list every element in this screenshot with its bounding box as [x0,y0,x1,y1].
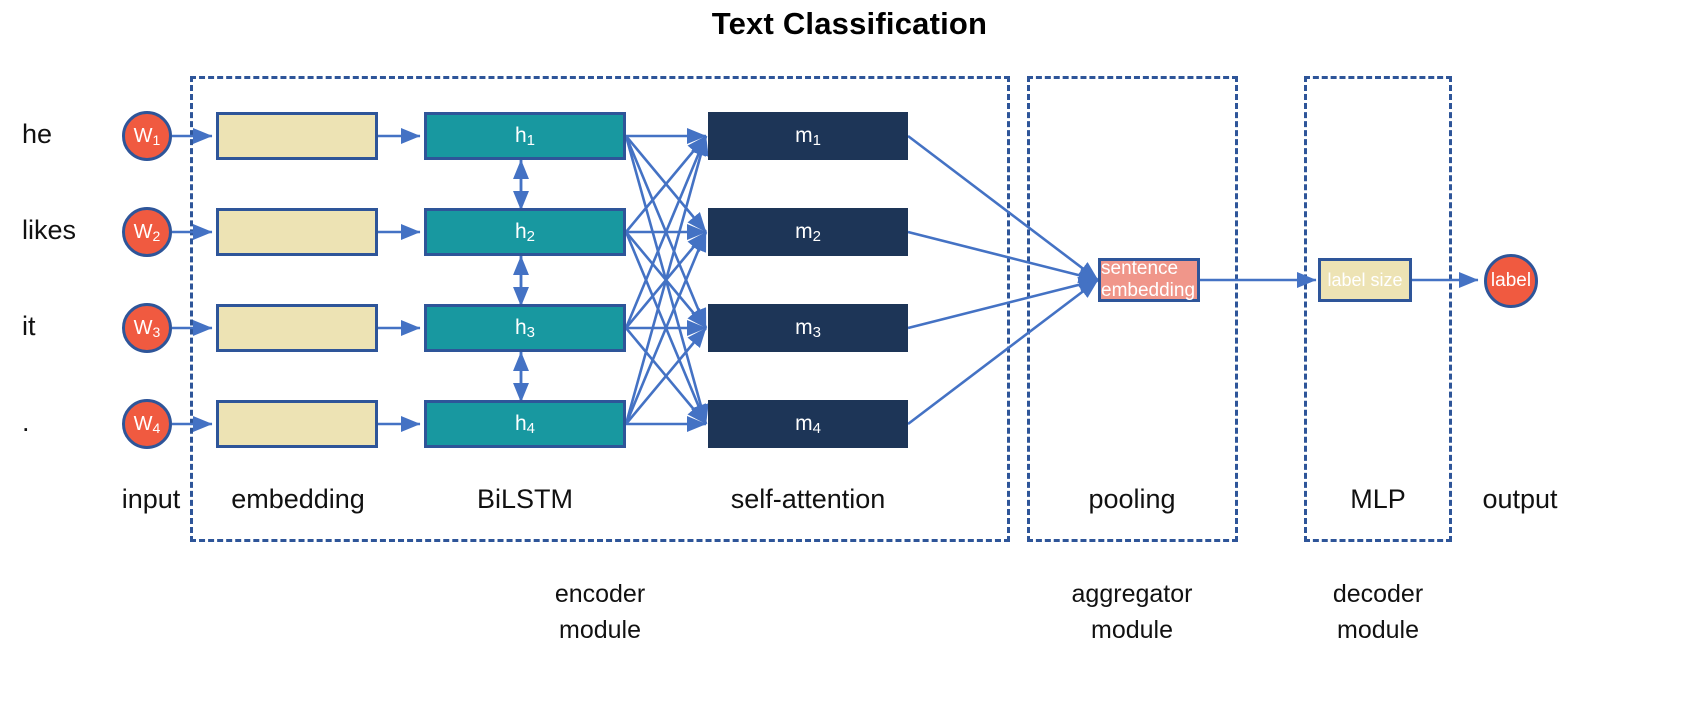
embedding-box-4[interactable] [216,400,378,448]
bilstm-prefix: h [514,412,527,435]
aggregator-module-box [1027,76,1238,542]
input-word-1: he [22,119,53,149]
embedding-box-1[interactable] [216,112,378,160]
bilstm-index: 2 [526,227,536,245]
module-caption-line2: module [1091,616,1173,645]
module-caption-line2: module [559,616,641,645]
token-prefix: W [133,124,153,147]
attention-index: 2 [812,227,821,245]
input-word-3: it [22,311,36,341]
attention-index: 3 [812,323,821,341]
attention-prefix: m [795,316,813,339]
bilstm-prefix: h [514,124,527,147]
embedding-box-2[interactable] [216,208,378,256]
embedding-box-3[interactable] [216,304,378,352]
decoder-module-box [1304,76,1452,542]
column-caption-bilstm: BiLSTM [476,484,574,514]
attention-prefix: m [795,124,813,147]
module-caption-line1: aggregator [1071,580,1193,608]
module-caption-aggregator: aggregator module [1002,576,1262,649]
token-index: 4 [152,420,161,436]
bilstm-index: 3 [526,323,536,341]
module-caption-decoder: decoder module [1248,576,1508,649]
column-caption-output: output [1482,484,1558,514]
attention-index: 1 [812,131,821,149]
output-label-circle[interactable]: label [1484,254,1538,308]
mlp-box-label-size[interactable]: label size [1318,258,1412,302]
column-caption-pooling: pooling [1088,484,1176,514]
column-caption-self-attention: self-attention [730,484,886,514]
module-caption-encoder: encoder module [470,576,730,649]
token-index: 1 [152,132,161,148]
token-index: 2 [152,228,161,244]
column-caption-mlp: MLP [1350,484,1406,514]
attention-index: 4 [812,419,821,437]
token-index: 3 [152,324,161,340]
bilstm-index: 4 [526,419,536,437]
input-word-4: . [22,407,30,437]
attention-prefix: m [795,220,813,243]
input-word-2: likes [22,215,77,245]
bilstm-prefix: h [514,316,527,339]
token-prefix: W [133,316,153,339]
module-caption-line2: module [1337,616,1419,645]
page-title: Text Classification [711,6,988,41]
bilstm-index: 1 [526,131,536,149]
module-caption-line1: encoder [554,580,646,608]
attention-prefix: m [795,412,813,435]
bilstm-prefix: h [514,220,527,243]
pooling-box-sentence-embedding[interactable]: sentence embedding [1098,258,1200,302]
token-prefix: W [133,220,153,243]
column-caption-embedding: embedding [231,484,365,514]
token-prefix: W [133,412,153,435]
column-caption-input: input [121,484,181,514]
module-caption-line1: decoder [1332,580,1424,608]
